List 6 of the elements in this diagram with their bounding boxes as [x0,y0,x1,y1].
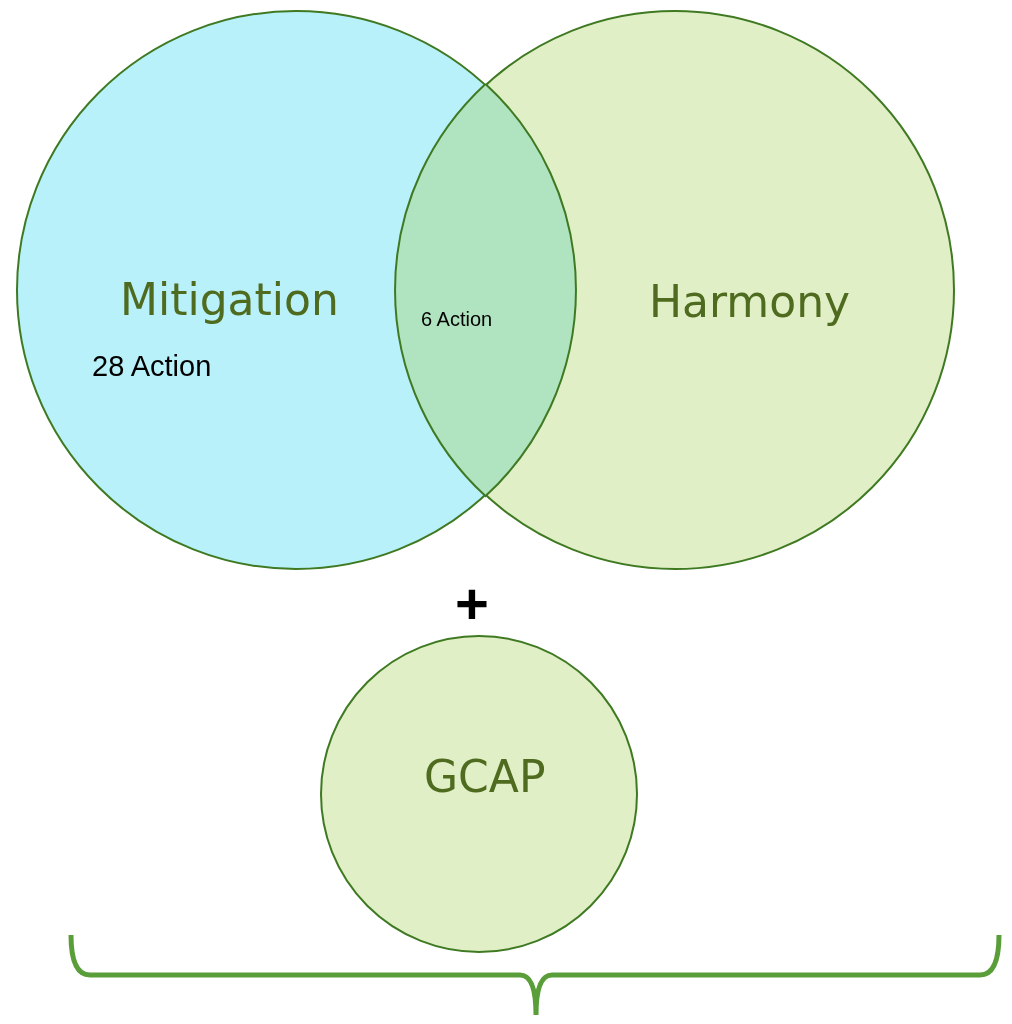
count-label: 6 Action [421,308,493,330]
circle-label: Mitigation [120,276,339,325]
plus-sign: + [455,575,489,633]
count-label: 28 Action [92,351,212,383]
circle-label: Harmony [649,278,851,327]
circle-label: GCAP [424,753,546,802]
